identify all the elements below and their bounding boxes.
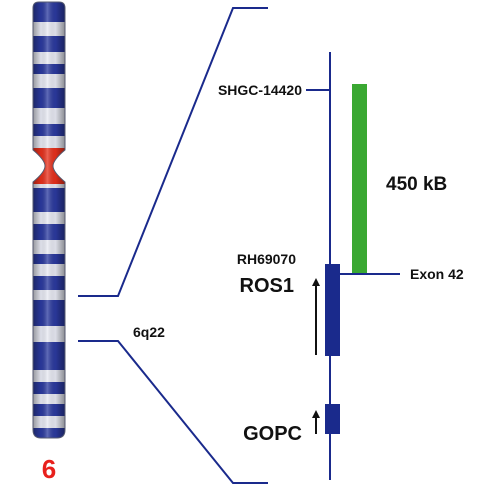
chromosome-outline	[32, 1, 66, 439]
chromosome-shading	[33, 2, 65, 438]
chromosome-number: 6	[42, 454, 56, 484]
gene-box-ros1	[325, 264, 340, 356]
gene-label-gopc: GOPC	[243, 423, 302, 445]
exon-label: Exon 42	[410, 266, 464, 282]
zoom-connector-lines	[78, 7, 268, 484]
arrow-up-icon	[312, 278, 320, 355]
marker-label-top: SHGC-14420	[218, 82, 302, 98]
zoom-line-top	[78, 7, 268, 297]
band-label: 6q22	[133, 324, 165, 340]
chromosome-ideogram	[32, 1, 66, 439]
region-label: 450 kB	[386, 174, 447, 195]
marker-label-middle: RH69070	[237, 251, 296, 267]
arrow-up-icon	[312, 410, 320, 434]
zoom-line-bottom	[78, 340, 268, 484]
gene-box-gopc	[325, 404, 340, 434]
gene-label-ros1: ROS1	[240, 275, 294, 297]
region-bar	[352, 84, 367, 274]
